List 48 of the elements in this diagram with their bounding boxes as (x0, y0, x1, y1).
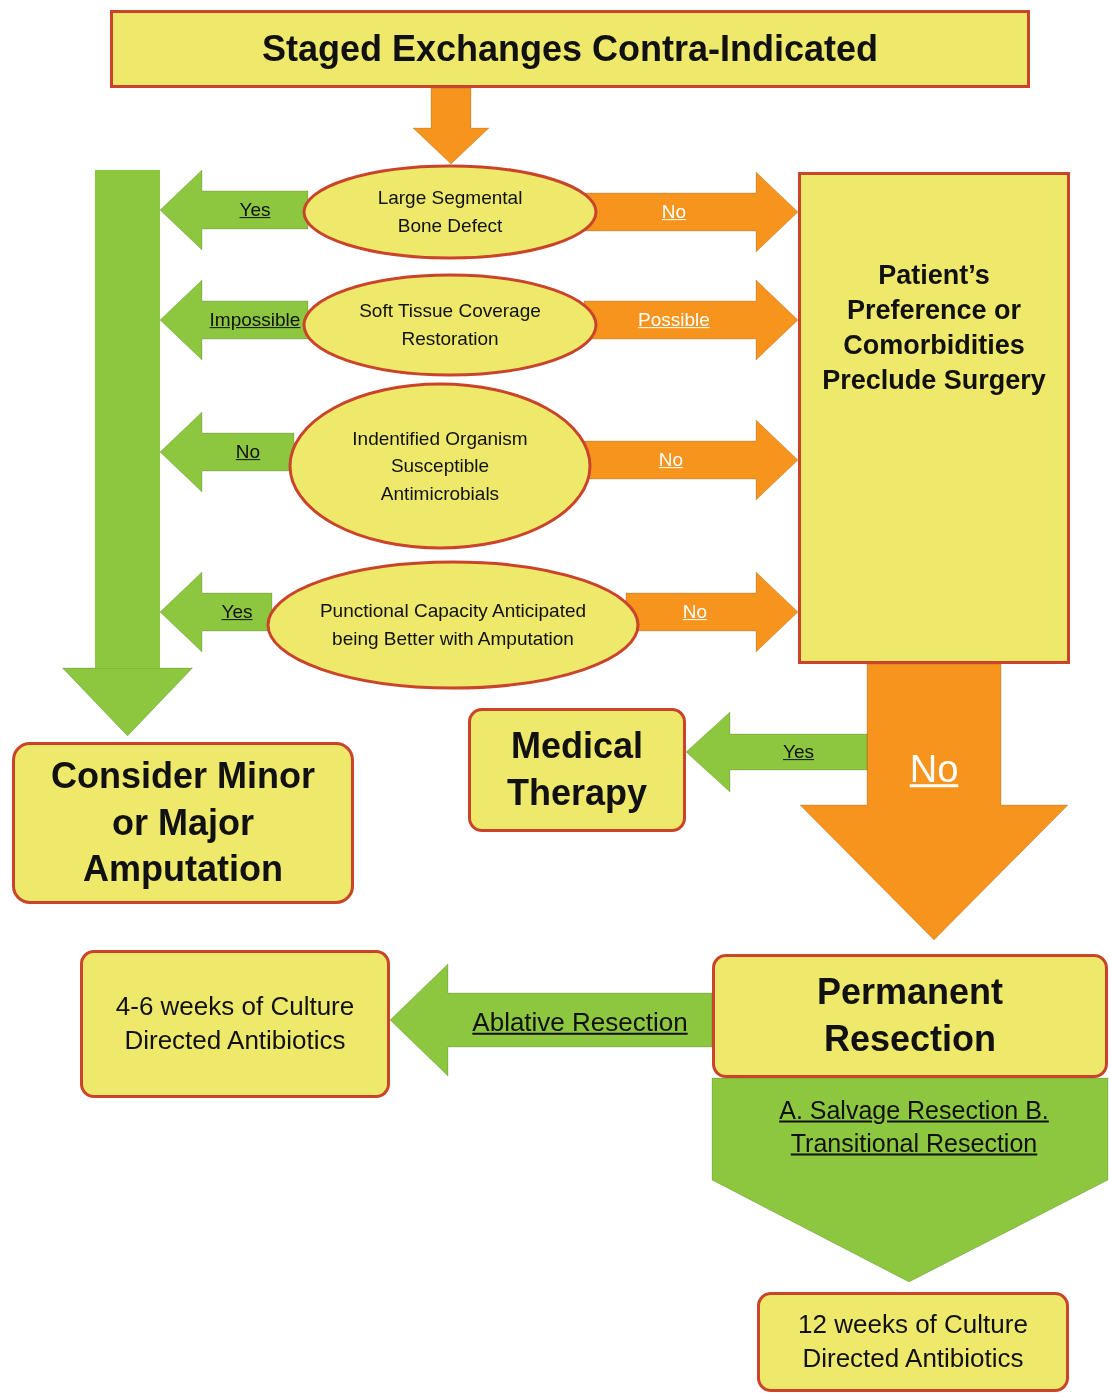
edge-label: Yes (239, 198, 271, 222)
block-arrow (799, 663, 1069, 941)
edge-label: No (235, 440, 261, 464)
edge-label: Yes (783, 740, 814, 764)
block-arrow (583, 171, 799, 253)
decision-ellipse (266, 560, 640, 690)
outcome-box (757, 1292, 1069, 1392)
node-text: Consider Minor or Major Amputation (50, 753, 316, 892)
edge-label: Impossible (209, 308, 301, 332)
block-arrow (159, 411, 295, 493)
block-arrow (62, 667, 193, 737)
decision-ellipse (288, 382, 592, 550)
edge-label: No (661, 200, 687, 224)
block-arrow (159, 279, 309, 361)
node-text: 12 weeks of Culture Directed Antibiotics (797, 1308, 1029, 1375)
edge-label: Ablative Resection (472, 1005, 688, 1039)
node-text: 4-6 weeks of Culture Directed Antibiotics (114, 990, 356, 1057)
block-arrow (625, 571, 799, 653)
edge-label: No (682, 600, 708, 624)
edge-label: Yes (221, 600, 253, 624)
block-arrow (711, 1077, 1109, 1283)
node-text: Staged Exchanges Contra-Indicated (261, 26, 879, 71)
outcome-box (798, 172, 1070, 664)
node-text: Large Segmental Bone Defect (376, 186, 524, 238)
outcome-box (712, 954, 1108, 1078)
node-text: Patient’s Preference or Comorbidities Preclude Surgery (821, 258, 1047, 398)
block-arrow (412, 87, 490, 165)
node-text: Indentified Organism Susceptible Antimicrobials (351, 426, 529, 506)
block-arrow (583, 279, 799, 361)
block-arrow (685, 711, 868, 793)
node-text: Permanent Resection (815, 970, 1005, 1061)
edge-label: A. Salvage Resection B. Transitional Resection (778, 1094, 1050, 1158)
block-arrow (159, 169, 309, 251)
edge-label: Possible (638, 308, 710, 332)
node-text: Soft Tissue Coverage Restoration (358, 299, 542, 351)
outcome-box (468, 708, 686, 832)
block-arrow (159, 571, 273, 653)
vertical-bar (95, 170, 160, 668)
outcome-box (80, 950, 390, 1098)
decision-ellipse (302, 273, 598, 377)
decision-ellipse (302, 164, 598, 260)
edge-label: No (658, 448, 684, 472)
node-text: Punctional Capacity Anticipated being Better with Amputation (318, 599, 588, 651)
outcome-box (12, 742, 354, 904)
edge-label: No (909, 747, 959, 793)
title-box (110, 10, 1030, 88)
block-arrow (389, 963, 713, 1077)
node-text: Medical Therapy (505, 724, 648, 815)
